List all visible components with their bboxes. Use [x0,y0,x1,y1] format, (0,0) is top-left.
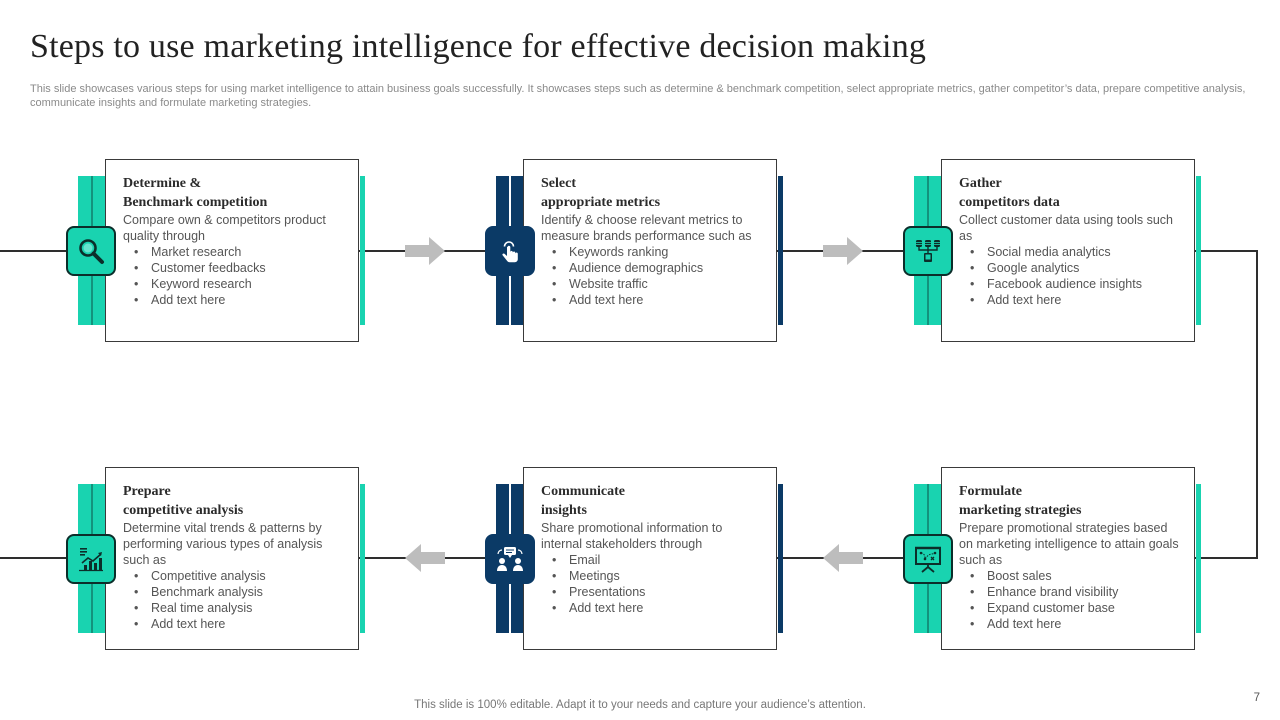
step-title: Select appropriate metrics [541,176,661,210]
list-item: Add text here [134,292,348,308]
arrow-right-icon [823,237,863,265]
step-card-select: Select appropriate metrics Identify & ch… [523,159,777,342]
step-description: Compare own & competitors product qualit… [123,213,326,243]
list-item: Boost sales [970,568,1184,584]
list-item: Market research [134,244,348,260]
list-item: Add text here [970,292,1184,308]
page-number: 7 [1253,692,1260,704]
step-description: Determine vital trends & patterns by per… [123,521,323,567]
accent-edge [360,484,365,633]
list-item: Email [552,552,766,568]
list-item: Social media analytics [970,244,1184,260]
step-description: Prepare promotional strategies based on … [959,521,1179,567]
list-item: Website traffic [552,276,766,292]
step-bullets: Market research Customer feedbacks Keywo… [123,244,348,308]
accent-edge [778,484,783,633]
step-bullets: Email Meetings Presentations Add text he… [541,552,766,616]
step-title: Formulate marketing strategies [959,484,1082,518]
connector-line [1256,250,1258,559]
step-description: Identify & choose relevant metrics to me… [541,213,752,243]
step-card-communicate: Communicate insights Share promotional i… [523,467,777,650]
step-bullets: Social media analytics Google analytics … [959,244,1184,308]
accent-edge [1196,484,1201,633]
touch-hand-icon [485,226,535,276]
step-bullets: Keywords ranking Audience demographics W… [541,244,766,308]
step-title: Gather competitors data [959,176,1060,210]
list-item: Presentations [552,584,766,600]
step-bullets: Boost sales Enhance brand visibility Exp… [959,568,1184,632]
list-item: Competitive analysis [134,568,348,584]
list-item: Add text here [552,292,766,308]
slide-title: Steps to use marketing intelligence for … [30,28,927,65]
step-card-prepare: Prepare competitive analysis Determine v… [105,467,359,650]
step-bullets: Competitive analysis Benchmark analysis … [123,568,348,632]
database-network-icon [903,226,953,276]
list-item: Audience demographics [552,260,766,276]
list-item: Real time analysis [134,600,348,616]
arrow-right-icon [405,237,445,265]
list-item: Enhance brand visibility [970,584,1184,600]
people-chat-icon [485,534,535,584]
list-item: Meetings [552,568,766,584]
list-item: Benchmark analysis [134,584,348,600]
step-description: Share promotional information to interna… [541,521,723,551]
accent-edge [1196,176,1201,325]
arrow-left-icon [823,544,863,572]
list-item: Add text here [552,600,766,616]
list-item: Add text here [134,616,348,632]
strategy-board-icon [903,534,953,584]
list-item: Google analytics [970,260,1184,276]
slide-subtitle: This slide showcases various steps for u… [30,83,1246,109]
slide-footer: This slide is 100% editable. Adapt it to… [414,699,866,711]
list-item: Add text here [970,616,1184,632]
list-item: Expand customer base [970,600,1184,616]
magnifier-icon [66,226,116,276]
step-title: Communicate insights [541,484,625,518]
step-description: Collect customer data using tools such a… [959,213,1173,243]
list-item: Keyword research [134,276,348,292]
step-card-gather: Gather competitors data Collect customer… [941,159,1195,342]
accent-edge [360,176,365,325]
step-title: Determine & Benchmark competition [123,176,268,210]
accent-edge [778,176,783,325]
list-item: Facebook audience insights [970,276,1184,292]
arrow-left-icon [405,544,445,572]
list-item: Keywords ranking [552,244,766,260]
list-item: Customer feedbacks [134,260,348,276]
step-title: Prepare competitive analysis [123,484,244,518]
step-card-formulate: Formulate marketing strategies Prepare p… [941,467,1195,650]
step-card-determine: Determine & Benchmark competition Compar… [105,159,359,342]
analytics-chart-icon [66,534,116,584]
